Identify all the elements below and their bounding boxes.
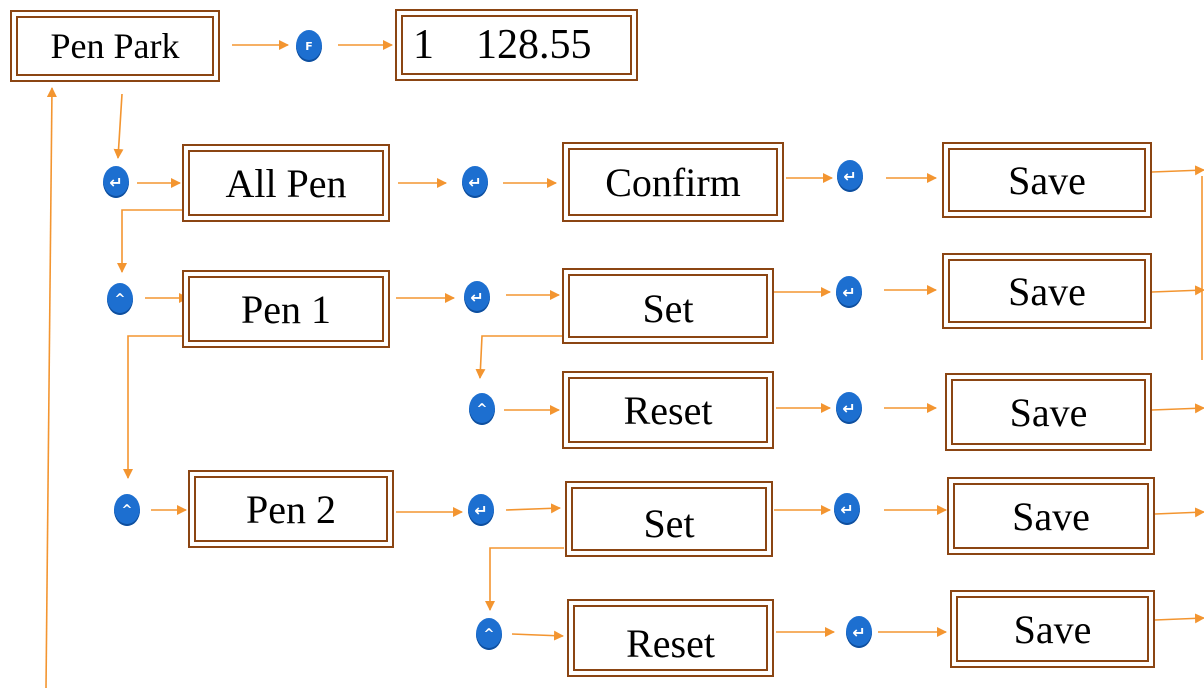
- arrow-save-out-1: [1151, 165, 1204, 176]
- save-label-1: Save: [948, 148, 1146, 212]
- up-arrow-key-icon: ^: [107, 283, 133, 315]
- enter-key-icon: ↵: [846, 616, 872, 648]
- pen1-set-box: Set: [562, 268, 774, 344]
- enter-key-icon: ↵: [836, 276, 862, 308]
- arrow-save-out-4: [1154, 507, 1204, 518]
- enter-key-icon: ↵: [462, 166, 488, 198]
- pen1-reset-label: Reset: [568, 377, 768, 443]
- up-arrow-key-icon: ^: [469, 393, 495, 425]
- enter-key-icon: ↵: [103, 166, 129, 198]
- arrow-save-out-2: [1151, 285, 1204, 296]
- pen1-box: Pen 1: [182, 270, 390, 348]
- save-label-2: Save: [948, 259, 1146, 323]
- pen2-reset-box: Reset: [567, 599, 774, 677]
- display-value-box: 1 128.55: [395, 9, 638, 81]
- enter-key-icon: ↵: [836, 392, 862, 424]
- arrow-enter-to-set-2: [505, 503, 561, 514]
- pen2-reset-label: Reset: [573, 605, 768, 671]
- enter-key-icon: ↵: [464, 281, 490, 313]
- arrow-save-out-3: [1151, 403, 1204, 414]
- pen1-reset-box: Reset: [562, 371, 774, 449]
- save-box-2: Save: [942, 253, 1152, 329]
- pen2-box: Pen 2: [188, 470, 394, 548]
- all-pen-label: All Pen: [188, 150, 384, 216]
- arrow-save-out-5: [1154, 613, 1204, 624]
- arrow-allpen-to-pen1: [117, 209, 182, 273]
- arrow-pen1-to-pen2: [123, 335, 186, 479]
- enter-key-icon: ↵: [834, 493, 860, 525]
- up-arrow-key-icon: ^: [476, 618, 502, 650]
- save-box-5: Save: [950, 590, 1155, 668]
- arrow-penpark-down: [113, 93, 124, 159]
- arrow-set2-to-reset: [485, 547, 564, 611]
- arrow-to-reset-2: [511, 630, 564, 641]
- up-arrow-key-icon: ^: [114, 494, 140, 526]
- save-box-4: Save: [947, 477, 1155, 555]
- pen2-set-label: Set: [571, 487, 767, 551]
- save-box-1: Save: [942, 142, 1152, 218]
- save-label-3: Save: [951, 379, 1146, 445]
- enter-key-icon: ↵: [468, 494, 494, 526]
- pen-park-label: Pen Park: [16, 16, 214, 76]
- display-value-label: 1 128.55: [401, 15, 632, 75]
- arrow-return-to-penpark: [45, 87, 57, 689]
- confirm-box: Confirm: [562, 142, 784, 222]
- enter-key-icon: ↵: [837, 160, 863, 192]
- arrow-set-to-reset: [475, 335, 564, 379]
- save-label-4: Save: [953, 483, 1149, 549]
- f-key-icon: F: [296, 30, 322, 62]
- save-box-3: Save: [945, 373, 1152, 451]
- pen2-set-box: Set: [565, 481, 773, 557]
- pen-park-box: Pen Park: [10, 10, 220, 82]
- save-label-5: Save: [956, 596, 1149, 662]
- confirm-label: Confirm: [568, 148, 778, 216]
- all-pen-box: All Pen: [182, 144, 390, 222]
- pen1-set-label: Set: [568, 274, 768, 338]
- pen2-label: Pen 2: [194, 476, 388, 542]
- pen1-label: Pen 1: [188, 276, 384, 342]
